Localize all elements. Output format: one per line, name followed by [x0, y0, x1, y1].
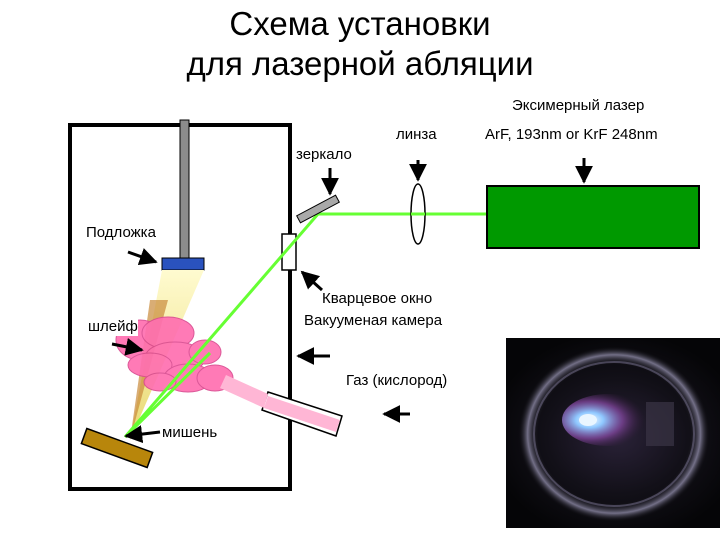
substrate-rod	[179, 119, 190, 261]
laser-label-line-2: ArF, 193nm or KrF 248nm	[485, 126, 658, 143]
plasma-photo-art	[518, 346, 710, 522]
gas-label: Газ (кислород)	[346, 372, 448, 389]
excimer-laser	[486, 185, 700, 249]
arrow-plume	[111, 337, 144, 356]
mirror-label: зеркало	[296, 146, 352, 163]
page-title: Схема установки для лазерной абляции	[0, 4, 720, 84]
plume-label: шлейф	[88, 318, 138, 336]
arrow-window	[300, 270, 324, 292]
window-label-line-1: Кварцевое окно	[322, 290, 433, 307]
laser-beam	[123, 212, 487, 439]
target	[80, 427, 154, 469]
gas-flow-inner	[264, 396, 340, 432]
substrate	[161, 257, 205, 271]
arrow-target	[124, 425, 161, 444]
plasma-photo	[506, 338, 720, 528]
arrow-substrate	[127, 248, 158, 266]
mirror	[296, 194, 340, 224]
window-label-line-2: Вакууменая камера	[304, 312, 443, 329]
lens-label: линза	[396, 126, 437, 143]
laser-label-line-1: Эксимерный лазер	[512, 97, 645, 114]
gas-flow	[220, 375, 268, 408]
title-line-2: для лазерной абляции	[186, 45, 534, 82]
title-line-1: Схема установки	[229, 5, 491, 42]
substrate-label: Подложка	[86, 224, 156, 242]
target-label: мишень	[162, 424, 218, 441]
